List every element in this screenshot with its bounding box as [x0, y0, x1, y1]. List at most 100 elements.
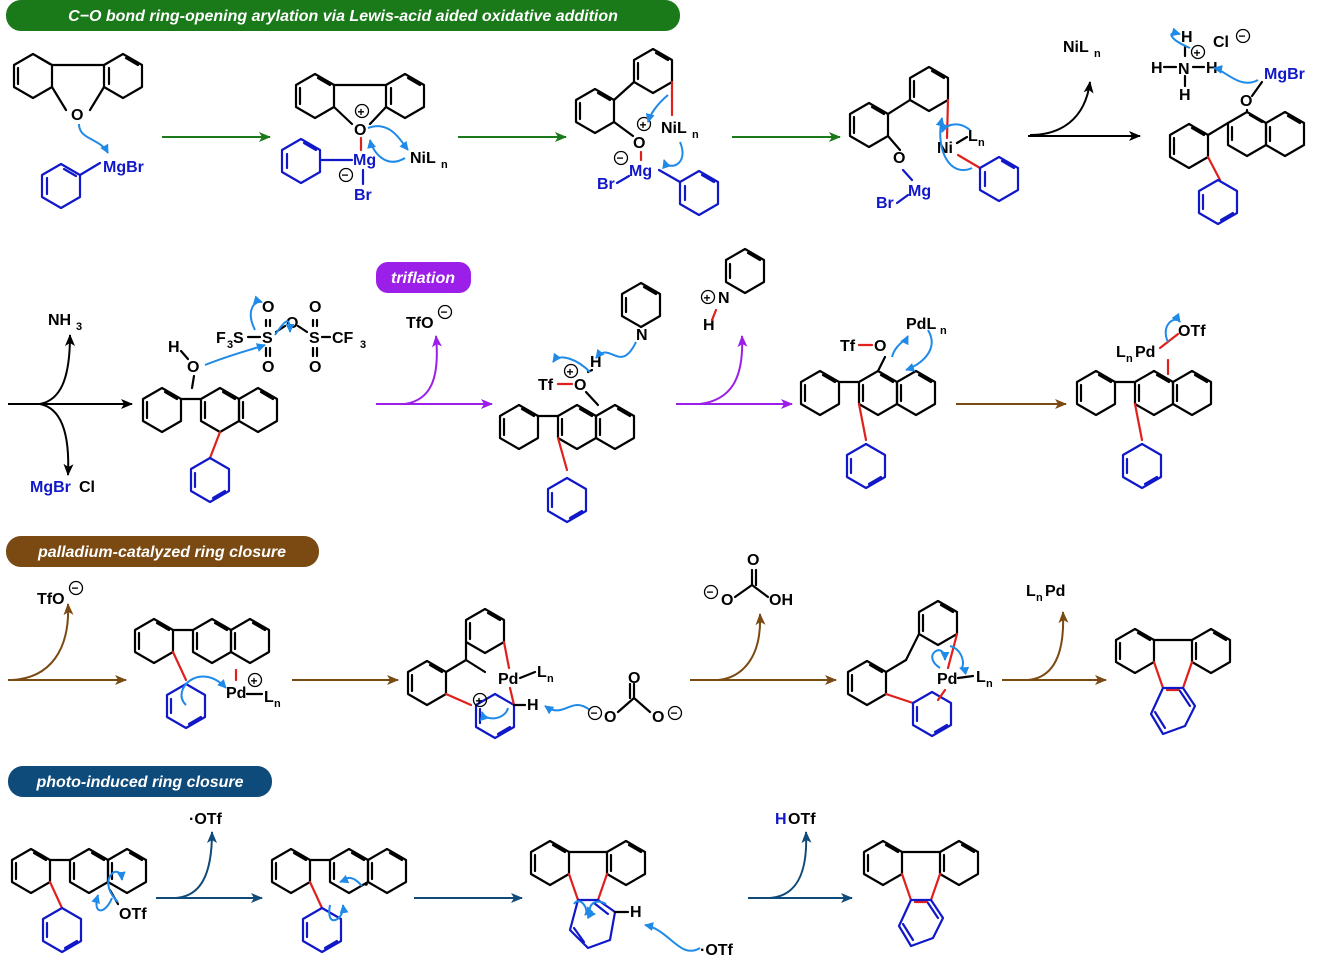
svg-text:N: N	[636, 327, 648, 344]
svg-text:Tf: Tf	[840, 338, 856, 355]
svg-text:H: H	[1151, 60, 1163, 77]
svg-text:−: −	[72, 581, 79, 595]
complex1-o: O	[354, 122, 366, 139]
svg-text:Pd: Pd	[1135, 344, 1155, 361]
svg-text:n: n	[1036, 592, 1043, 604]
svg-text:Tf: Tf	[538, 377, 554, 394]
banner-pd-closure: palladium-catalyzed ring closure	[6, 536, 319, 567]
triflyloxonium-and-pyridine: N H Tf O +	[498, 281, 662, 524]
svg-text:H: H	[527, 697, 539, 714]
ni-aryl-complex: O Mg Br Ni L n	[848, 65, 1020, 212]
svg-text:n: n	[940, 325, 947, 337]
svg-text:S: S	[233, 330, 244, 347]
otf-radical-1: ·OTf	[189, 811, 223, 828]
svg-text:3: 3	[227, 339, 233, 351]
svg-text:−: −	[441, 305, 448, 319]
svg-text:L: L	[264, 689, 274, 706]
complex2-mg: Mg	[629, 163, 652, 180]
svg-text:O: O	[262, 299, 274, 316]
complex1-minus: −	[342, 168, 349, 182]
svg-text:3: 3	[360, 339, 366, 351]
svg-text:n: n	[692, 129, 699, 141]
svg-text:−: −	[591, 706, 598, 720]
svg-text:+: +	[640, 118, 647, 132]
banner-triflation-text: triflation	[391, 270, 455, 287]
svg-text:O: O	[187, 359, 199, 376]
complex3-br: Br	[876, 195, 894, 212]
chloride: Cl	[1213, 34, 1229, 51]
hotf-otf: OTf	[788, 811, 816, 828]
svg-text:n: n	[441, 159, 448, 171]
nh3-mgbrcl-branch: NH 3 MgBr Cl	[8, 312, 133, 496]
cyclized-radical: H ·OTf	[529, 839, 734, 959]
palladacycle: Pd L n	[846, 599, 993, 738]
dibenzofuran: O	[12, 52, 144, 124]
svg-text:n: n	[986, 678, 993, 690]
svg-text:−: −	[1239, 29, 1246, 43]
ammonium-chloride: H H N H H + Cl −	[1151, 27, 1259, 104]
svg-text:L: L	[1026, 583, 1036, 600]
triphenylene-2	[862, 839, 980, 948]
complex1-mg: Mg	[353, 152, 376, 169]
banner-step1: C−O bond ring-opening arylation via Lewi…	[6, 0, 680, 31]
tf2o-cf3: CF	[332, 330, 354, 347]
complex3-o: O	[893, 150, 905, 167]
banner-photo-closure-text: photo-induced ring closure	[35, 774, 243, 791]
triphenylene-1	[1114, 627, 1232, 736]
ni-oxidative-addition-complex: O + NiL n Mg Br −	[574, 47, 720, 217]
phenylmagnesium-bromide: MgBr	[40, 159, 144, 210]
svg-text:O: O	[1240, 93, 1252, 110]
svg-text:L: L	[976, 669, 986, 686]
banner-triflation: triflation	[376, 262, 471, 293]
aryl-pd-triflate: L n Pd OTf	[1075, 312, 1213, 490]
cationic-pd-biaryl: Pd L n +	[133, 617, 281, 730]
aryl-radical: ·OTf	[270, 847, 408, 954]
oxonium-mg-complex: O + Mg Br − NiL n	[280, 72, 448, 204]
svg-text:n: n	[978, 137, 985, 149]
wheland-intermediate: Pd L n H + − O O O −	[406, 607, 683, 740]
svg-text:+: +	[251, 674, 258, 688]
svg-text:F: F	[216, 330, 226, 347]
complex3-mg: Mg	[908, 183, 931, 200]
svg-text:O: O	[652, 709, 664, 726]
mgbrcl-label-mgbr: MgBr	[30, 479, 71, 496]
tfo-minus-1: TfO	[406, 315, 434, 332]
bicarbonate: O − O OH	[703, 552, 793, 609]
banner-step1-text: C−O bond ring-opening arylation via Lewi…	[68, 8, 618, 25]
flow-arrow-1	[78, 123, 109, 154]
svg-text:O: O	[721, 592, 733, 609]
ammonium-n: N	[1178, 61, 1190, 78]
aryl-triflate-2: OTf	[10, 847, 147, 954]
svg-text:H: H	[590, 354, 602, 371]
svg-text:n: n	[274, 698, 281, 710]
svg-text:OH: OH	[769, 592, 793, 609]
svg-text:L: L	[1116, 344, 1126, 361]
hotf-h: H	[775, 811, 787, 828]
complex2-nil: NiL	[661, 120, 687, 137]
complex3-l: L	[968, 128, 978, 145]
svg-text:H: H	[168, 339, 180, 356]
svg-text:H: H	[703, 317, 715, 334]
svg-text:3: 3	[76, 321, 82, 333]
dibenzofuran-o: O	[71, 107, 83, 124]
svg-text:O: O	[262, 359, 274, 376]
svg-text:H: H	[1206, 60, 1218, 77]
svg-text:+: +	[567, 365, 574, 379]
mgbr-product-label: MgBr	[1264, 66, 1305, 83]
svg-text:H: H	[1181, 29, 1193, 46]
svg-text:O: O	[874, 338, 886, 355]
svg-text:L: L	[537, 664, 547, 681]
nil-byproduct: NiL	[1063, 39, 1089, 56]
svg-text:O: O	[747, 552, 759, 569]
svg-text:+: +	[704, 291, 711, 305]
otf-radical-2: ·OTf	[700, 942, 734, 959]
svg-text:S: S	[309, 330, 320, 347]
complex1-nil: NiL	[410, 150, 436, 167]
pyridinium: N H +	[700, 247, 766, 334]
svg-text:PdL: PdL	[906, 316, 936, 333]
complex2-o: O	[633, 135, 645, 152]
svg-text:−: −	[671, 706, 678, 720]
banner-pd-closure-text: palladium-catalyzed ring closure	[37, 544, 286, 561]
nil-elimination-arrow	[1029, 81, 1094, 136]
svg-text:O: O	[628, 670, 640, 687]
